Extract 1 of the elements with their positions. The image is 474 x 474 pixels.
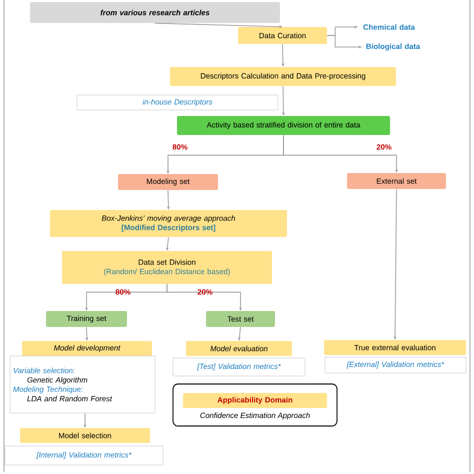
group-box bbox=[172, 384, 338, 426]
